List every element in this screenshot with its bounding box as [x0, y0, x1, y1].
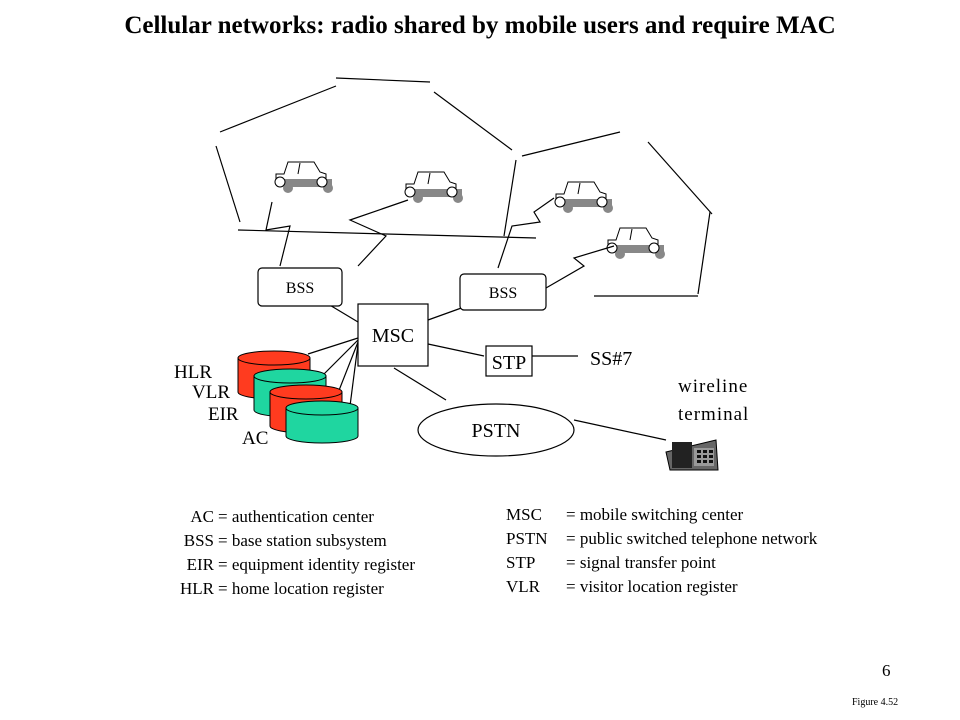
legend-abbr: AC [190, 507, 214, 526]
legend-abbr: HLR [180, 579, 214, 598]
radio-links [265, 197, 615, 289]
legend-definition: = signal transfer point [566, 553, 716, 572]
svg-text:PSTN: PSTN [472, 420, 521, 442]
ac-label: AC [242, 428, 268, 449]
legend-left: AC= authentication center BSS= base stat… [166, 505, 415, 601]
msc-box: MSC [357, 303, 429, 367]
legend-abbr: STP [506, 553, 536, 572]
legend-definition: = home location register [218, 579, 384, 598]
vlr-label: VLR [192, 382, 230, 403]
legend-abbr: BSS [183, 531, 214, 550]
ac-database [285, 400, 359, 444]
legend-abbr: MSC [506, 505, 542, 524]
mobile-car-3 [554, 181, 614, 214]
legend-definition: = public switched telephone network [566, 529, 818, 548]
legend-abbr: VLR [506, 577, 540, 596]
legend-definition: = visitor location register [566, 577, 738, 596]
mobile-car-1 [274, 161, 334, 194]
legend-row: AC= authentication center [166, 505, 415, 529]
legend-row: STP = signal transfer point [506, 551, 817, 575]
legend-row: MSC = mobile switching center [506, 503, 817, 527]
legend-abbr: PSTN [506, 529, 548, 548]
legend-row: BSS= base station subsystem [166, 529, 415, 553]
svg-text:MSC: MSC [372, 325, 414, 347]
eir-label: EIR [208, 404, 239, 425]
legend-definition: = authentication center [218, 507, 374, 526]
telephone-icon [665, 439, 719, 471]
legend-definition: = base station subsystem [218, 531, 387, 550]
legend-abbr: EIR [186, 555, 214, 574]
ss7-label: SS#7 [590, 348, 632, 370]
cell-right-outline [521, 131, 713, 297]
wireline-label-line1: wireline [678, 376, 748, 397]
legend-row: HLR= home location register [166, 577, 415, 601]
bss-right-box: BSS [459, 273, 547, 311]
cell-left-outline [215, 77, 537, 239]
figure-label: Figure 4.52 [852, 697, 899, 708]
page-number: 6 [882, 661, 891, 680]
legend-definition: = mobile switching center [566, 505, 744, 524]
svg-text:BSS: BSS [286, 280, 314, 297]
svg-text:BSS: BSS [489, 285, 517, 302]
legend-row: EIR= equipment identity register [166, 553, 415, 577]
mobile-car-2 [404, 171, 464, 204]
mobile-car-4 [606, 227, 666, 260]
svg-text:STP: STP [492, 352, 526, 374]
legend-right: MSC = mobile switching center PSTN = publi… [506, 503, 817, 599]
legend-row: PSTN = public switched telephone network [506, 527, 817, 551]
bss-left-box: BSS [257, 267, 343, 307]
stp-box: STP [485, 345, 533, 377]
wireline-label-line2: terminal [678, 404, 749, 425]
pstn-ellipse: PSTN [417, 403, 575, 457]
hlr-label: HLR [174, 362, 212, 383]
wired-links [307, 301, 667, 441]
legend-definition: = equipment identity register [218, 555, 416, 574]
page-title: Cellular networks: radio shared by mobil… [124, 12, 836, 39]
legend-row: VLR = visitor location register [506, 575, 817, 599]
